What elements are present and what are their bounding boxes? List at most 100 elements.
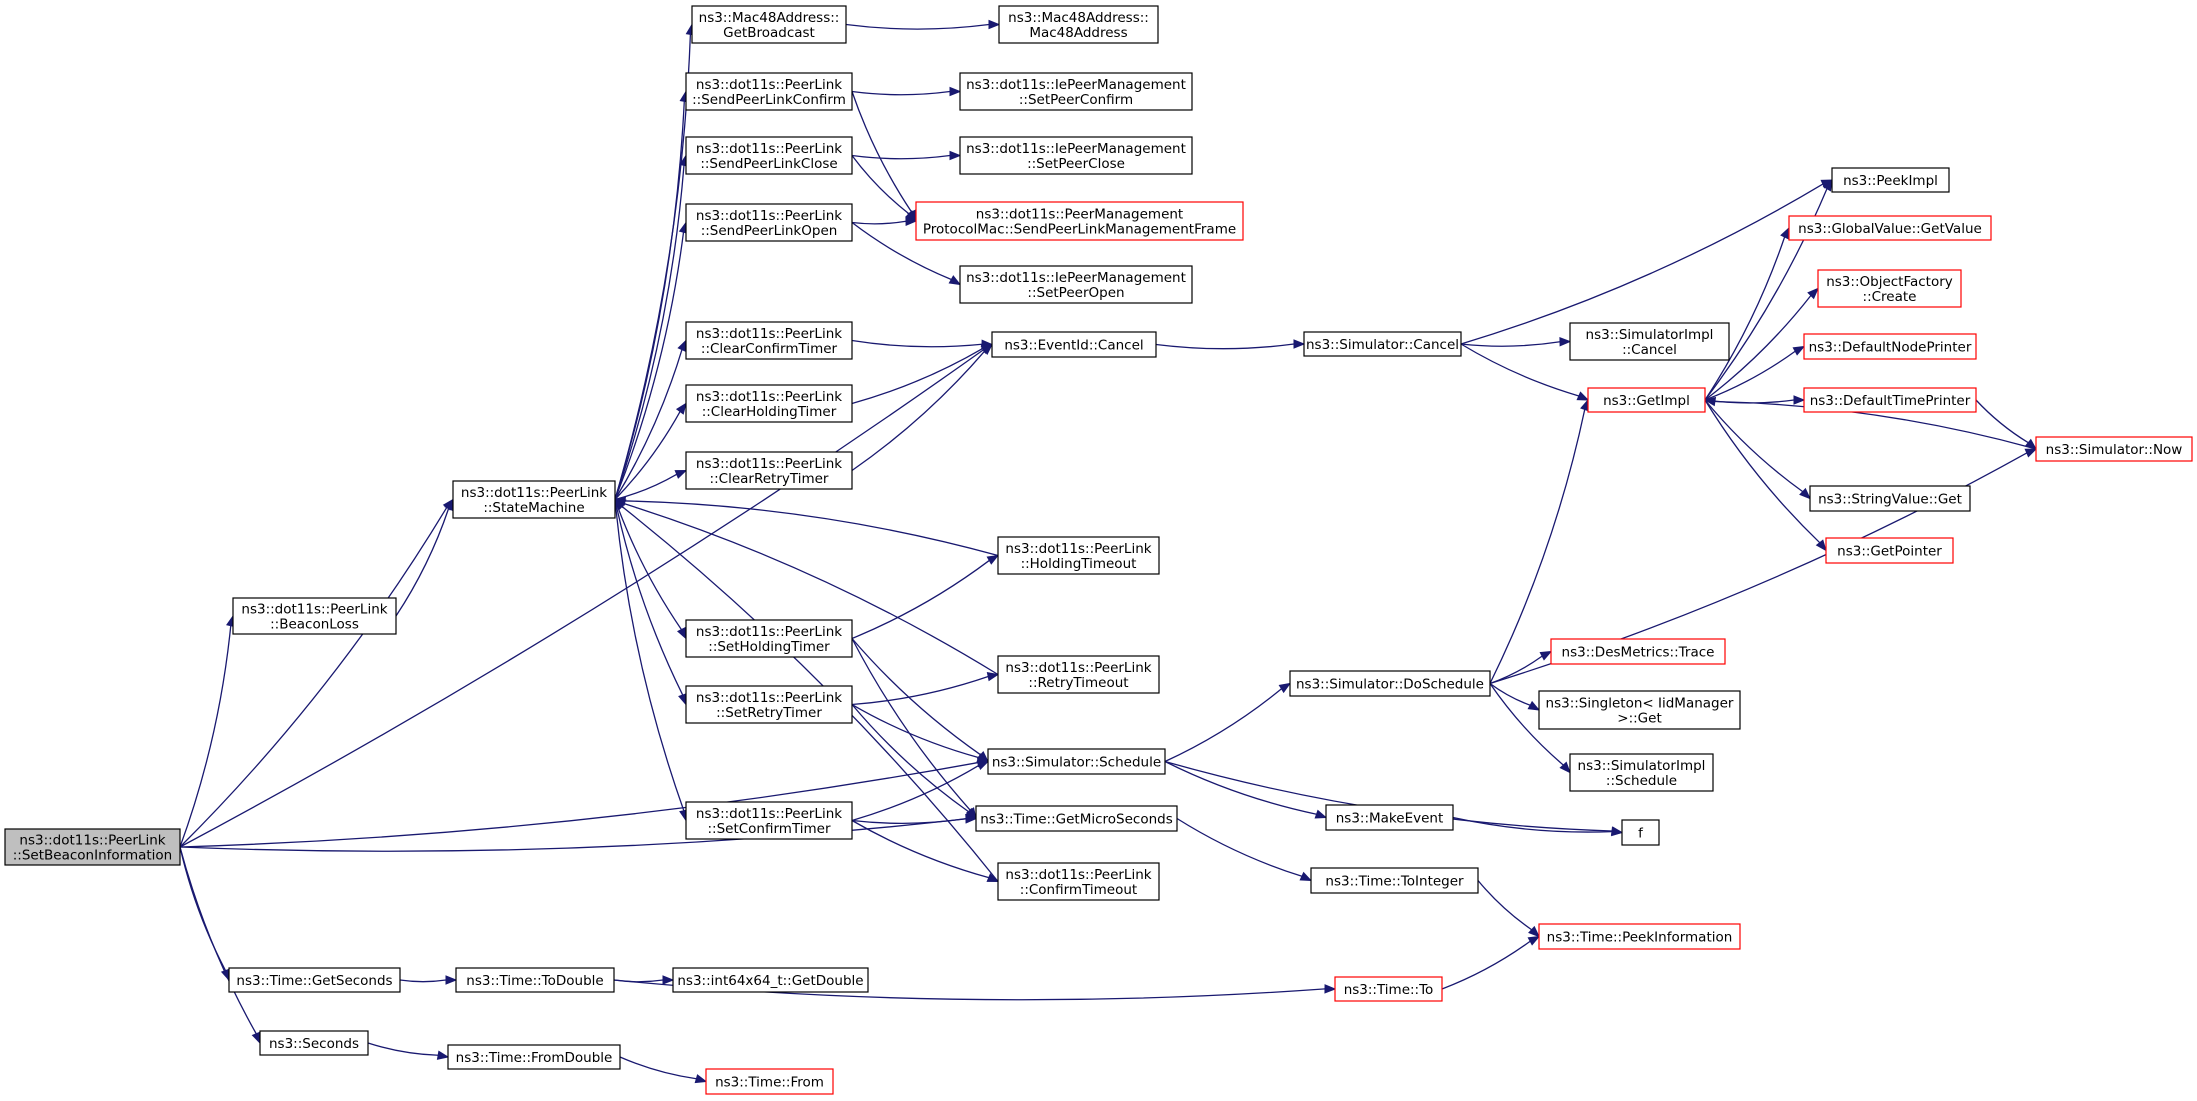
- node-nodeprinter[interactable]: ns3::DefaultNodePrinter: [1803, 333, 1977, 360]
- node-timeprinter[interactable]: ns3::DefaultTimePrinter: [1803, 387, 1977, 413]
- node-setholding[interactable]: ns3::dot11s::PeerLink::SetHoldingTimer: [685, 619, 853, 658]
- node-fromdouble[interactable]: ns3::Time::FromDouble: [447, 1044, 621, 1070]
- node-box[interactable]: [1803, 333, 1977, 360]
- node-destrace[interactable]: ns3::DesMetrics::Trace: [1550, 638, 1726, 665]
- node-to[interactable]: ns3::Time::To: [1334, 976, 1443, 1002]
- node-box[interactable]: [685, 801, 853, 840]
- node-box[interactable]: [1587, 387, 1706, 413]
- node-confirmtimeout[interactable]: ns3::dot11s::PeerLink::ConfirmTimeout: [997, 862, 1160, 901]
- node-box[interactable]: [997, 862, 1160, 901]
- node-statemachine[interactable]: ns3::dot11s::PeerLink::StateMachine: [452, 480, 616, 519]
- node-box[interactable]: [1825, 537, 1954, 564]
- node-box[interactable]: [672, 967, 869, 993]
- node-simimplcancel[interactable]: ns3::SimulatorImpl::Cancel: [1569, 322, 1730, 361]
- node-makeevent[interactable]: ns3::MakeEvent: [1325, 804, 1454, 831]
- node-box[interactable]: [691, 5, 847, 44]
- node-box[interactable]: [959, 136, 1193, 175]
- node-objectfactory[interactable]: ns3::ObjectFactory::Create: [1817, 269, 1962, 308]
- node-box[interactable]: [452, 480, 616, 519]
- node-sendmgmt[interactable]: ns3::dot11s::PeerManagementProtocolMac::…: [915, 201, 1244, 241]
- node-simnow[interactable]: ns3::Simulator::Now: [2035, 436, 2193, 462]
- node-box[interactable]: [685, 136, 853, 175]
- node-box[interactable]: [1569, 322, 1730, 361]
- node-box[interactable]: [685, 72, 853, 111]
- node-retrytimeout[interactable]: ns3::dot11s::PeerLink::RetryTimeout: [997, 655, 1160, 694]
- node-box[interactable]: [259, 1030, 369, 1056]
- node-box[interactable]: [228, 967, 401, 993]
- node-clearholding[interactable]: ns3::dot11s::PeerLink::ClearHoldingTimer: [685, 384, 853, 423]
- node-box[interactable]: [1550, 638, 1726, 665]
- node-holdingtimeout[interactable]: ns3::dot11s::PeerLink::HoldingTimeout: [997, 536, 1160, 575]
- node-box[interactable]: [975, 805, 1178, 832]
- node-box[interactable]: [1831, 167, 1950, 193]
- node-box[interactable]: [997, 536, 1160, 575]
- node-box[interactable]: [1809, 485, 1971, 512]
- node-sendopen[interactable]: ns3::dot11s::PeerLink::SendPeerLinkOpen: [685, 203, 853, 242]
- node-peekimpl[interactable]: ns3::PeekImpl: [1831, 167, 1950, 193]
- node-simcancel[interactable]: ns3::Simulator::Cancel: [1303, 331, 1462, 357]
- node-box[interactable]: [959, 72, 1193, 111]
- node-box[interactable]: [987, 748, 1166, 775]
- node-box[interactable]: [1817, 269, 1962, 308]
- node-singleton[interactable]: ns3::Singleton< IidManager >::Get: [1538, 690, 1741, 730]
- node-clearretry[interactable]: ns3::dot11s::PeerLink::ClearRetryTimer: [685, 451, 853, 490]
- node-box[interactable]: [1788, 215, 1992, 241]
- node-sendconfirm[interactable]: ns3::dot11s::PeerLink::SendPeerLinkConfi…: [685, 72, 853, 111]
- node-box[interactable]: [959, 265, 1193, 304]
- node-todouble[interactable]: ns3::Time::ToDouble: [455, 967, 615, 993]
- node-setpeeropen[interactable]: ns3::dot11s::IePeerManagement::SetPeerOp…: [959, 265, 1193, 304]
- node-box[interactable]: [232, 597, 397, 635]
- node-box[interactable]: [685, 619, 853, 658]
- node-beaconloss[interactable]: ns3::dot11s::PeerLink::BeaconLoss: [232, 597, 397, 635]
- node-tointeger[interactable]: ns3::Time::ToInteger: [1310, 867, 1479, 894]
- node-box[interactable]: [2035, 436, 2193, 462]
- node-box[interactable]: [1325, 804, 1454, 831]
- node-sendclose[interactable]: ns3::dot11s::PeerLink::SendPeerLinkClose: [685, 136, 853, 175]
- node-box[interactable]: [997, 655, 1160, 694]
- node-box[interactable]: [1303, 331, 1462, 357]
- node-box[interactable]: [705, 1068, 834, 1095]
- node-box[interactable]: [685, 384, 853, 423]
- node-setpeerconfirm[interactable]: ns3::dot11s::IePeerManagement::SetPeerCo…: [959, 72, 1193, 111]
- node-getimpl[interactable]: ns3::GetImpl: [1587, 387, 1706, 413]
- node-getbroadcast[interactable]: ns3::Mac48Address::GetBroadcast: [691, 5, 847, 44]
- node-seconds[interactable]: ns3::Seconds: [259, 1030, 369, 1056]
- node-box[interactable]: [685, 321, 853, 360]
- node-box[interactable]: [1310, 867, 1479, 894]
- node-box[interactable]: [685, 203, 853, 242]
- node-mac48address[interactable]: ns3::Mac48Address::Mac48Address: [998, 5, 1159, 44]
- node-box[interactable]: [4, 828, 181, 866]
- node-getdouble[interactable]: ns3::int64x64_t::GetDouble: [672, 967, 869, 993]
- node-box[interactable]: [1538, 690, 1741, 730]
- node-schedule[interactable]: ns3::Simulator::Schedule: [987, 748, 1166, 775]
- node-box[interactable]: [685, 685, 853, 724]
- node-box[interactable]: [998, 5, 1159, 44]
- node-box[interactable]: [1334, 976, 1443, 1002]
- node-box[interactable]: [991, 331, 1157, 358]
- node-setretry[interactable]: ns3::dot11s::PeerLink::SetRetryTimer: [685, 685, 853, 724]
- node-simimplschedule[interactable]: ns3::SimulatorImpl::Schedule: [1569, 753, 1714, 792]
- node-root[interactable]: ns3::dot11s::PeerLink::SetBeaconInformat…: [4, 828, 181, 866]
- node-setpeerclose[interactable]: ns3::dot11s::IePeerManagement::SetPeerCl…: [959, 136, 1193, 175]
- node-box[interactable]: [1538, 923, 1741, 950]
- node-getmicro[interactable]: ns3::Time::GetMicroSeconds: [975, 805, 1178, 832]
- node-doschedule[interactable]: ns3::Simulator::DoSchedule: [1289, 670, 1491, 697]
- node-peekinfo[interactable]: ns3::Time::PeekInformation: [1538, 923, 1741, 950]
- node-box[interactable]: [685, 451, 853, 490]
- node-clearconfirm[interactable]: ns3::dot11s::PeerLink::ClearConfirmTimer: [685, 321, 853, 360]
- node-globalvalue[interactable]: ns3::GlobalValue::GetValue: [1788, 215, 1992, 241]
- node-box[interactable]: [1569, 753, 1714, 792]
- node-from[interactable]: ns3::Time::From: [705, 1068, 834, 1095]
- node-box[interactable]: [455, 967, 615, 993]
- node-box[interactable]: [1289, 670, 1491, 697]
- node-setconfirm[interactable]: ns3::dot11s::PeerLink::SetConfirmTimer: [685, 801, 853, 840]
- node-getseconds[interactable]: ns3::Time::GetSeconds: [228, 967, 401, 993]
- node-box[interactable]: [1621, 819, 1660, 846]
- node-eventcancel[interactable]: ns3::EventId::Cancel: [991, 331, 1157, 358]
- node-box[interactable]: [1803, 387, 1977, 413]
- node-box[interactable]: [447, 1044, 621, 1070]
- node-box[interactable]: [915, 201, 1244, 241]
- node-f[interactable]: f: [1621, 819, 1660, 846]
- node-getpointer[interactable]: ns3::GetPointer: [1825, 537, 1954, 564]
- node-stringvalue[interactable]: ns3::StringValue::Get: [1809, 485, 1971, 512]
